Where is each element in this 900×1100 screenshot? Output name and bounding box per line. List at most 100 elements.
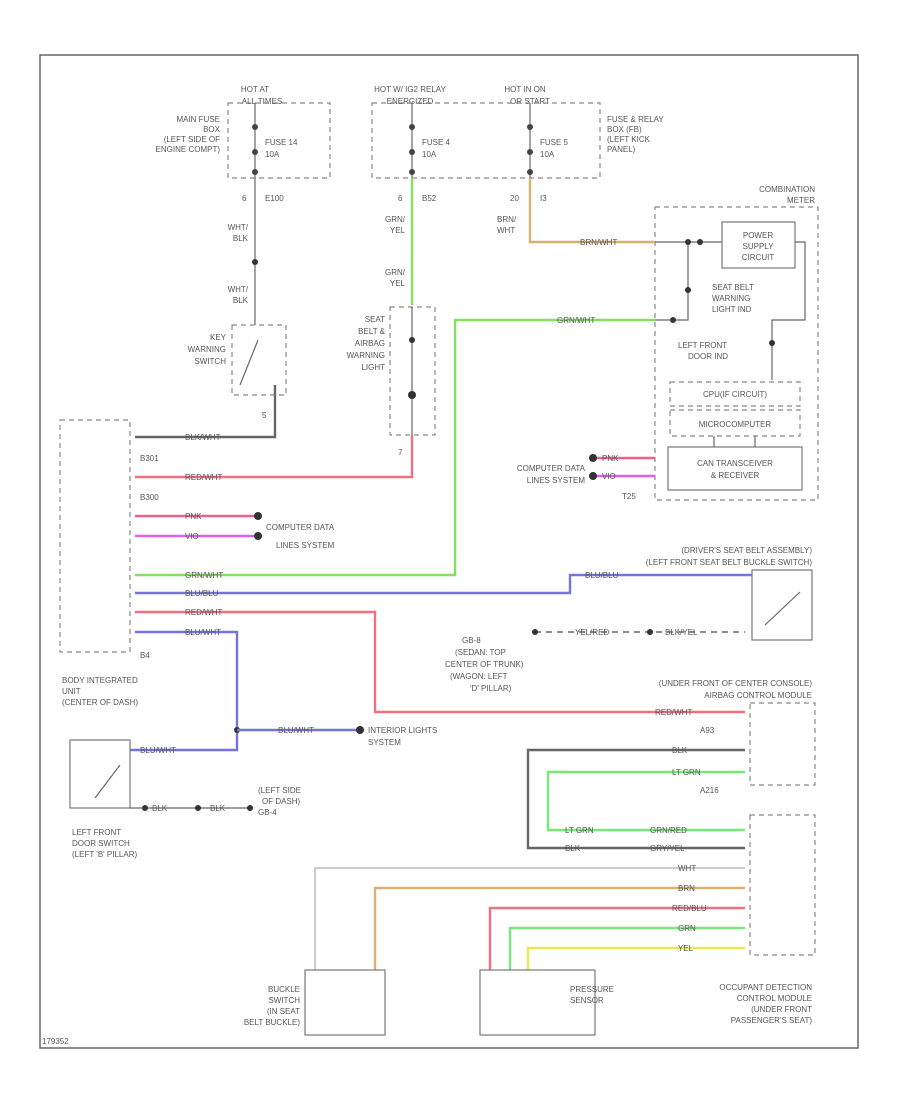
wire-label: PNK <box>185 512 202 521</box>
meter-label: METER <box>787 196 815 205</box>
wire-label: PNK <box>602 454 619 463</box>
pressure-sensor-label: PRESSURE <box>570 985 614 994</box>
wire-label: RED/BLU <box>672 904 707 913</box>
indicator-label: WARNING <box>712 294 750 303</box>
wire-label: GRN/ <box>385 215 406 224</box>
airbag-control-module: (UNDER FRONT OF CENTER CONSOLE) AIRBAG C… <box>526 679 816 850</box>
wire-label: GRY/YEL <box>650 844 685 853</box>
cpu-label: CPU(IF CIRCUIT) <box>703 390 767 399</box>
wire-label: YEL <box>390 279 406 288</box>
connector-label: B4 <box>140 651 150 660</box>
driver-buckle-switch: (DRIVER'S SEAT BELT ASSEMBLY) (LEFT FRON… <box>445 546 813 693</box>
pin-label: 6 <box>398 194 403 203</box>
connector-label: A93 <box>700 726 715 735</box>
key-switch-label: KEY <box>210 333 227 342</box>
ground-label: GB-4 <box>258 808 277 817</box>
data-lines-label: LINES SYSTEM <box>527 476 586 485</box>
occupant-module-label: PASSENGER'S SEAT) <box>731 1016 813 1025</box>
airbag-module-label: (UNDER FRONT OF CENTER CONSOLE) <box>659 679 813 688</box>
body-unit-label: BODY INTEGRATED <box>62 676 138 685</box>
buckle-switch-label: BUCKLE <box>268 985 300 994</box>
buckle-switch-label: (IN SEAT <box>267 1007 300 1016</box>
ground-label: GB-8 <box>462 636 481 645</box>
fuse-relay-box <box>371 102 601 179</box>
connector-label: I3 <box>540 194 547 203</box>
power-supply-label: CIRCUIT <box>742 253 775 262</box>
fuse-5-label: FUSE 5 <box>540 138 569 147</box>
ground-label: CENTER OF TRUNK) <box>445 660 524 669</box>
fuse-14-rating: 10A <box>265 150 280 159</box>
connector-label: A216 <box>700 786 719 795</box>
wire-label: WHT <box>497 226 515 235</box>
door-switch-label: DOOR SWITCH <box>72 839 130 848</box>
body-integrated-unit: BODY INTEGRATED UNIT (CENTER OF DASH) B3… <box>59 316 752 755</box>
hot-label: ENERGIZED <box>387 97 434 106</box>
wire-label: YEL <box>390 226 406 235</box>
body-unit-label: (CENTER OF DASH) <box>62 698 138 707</box>
buckle-switch-label: SWITCH <box>268 996 300 1005</box>
wire-label: BLK <box>233 234 249 243</box>
ground-label: (SEDAN: TOP <box>455 648 506 657</box>
can-label: CAN TRANSCEIVER <box>697 459 773 468</box>
wire-label: BRN/WHT <box>580 238 617 247</box>
indicator-label: LEFT FRONT <box>678 341 727 350</box>
occupant-detection-module: LT GRN GRN/RED BLK GRY/YEL WHT BRN RED/B… <box>244 814 816 1036</box>
data-lines-label: COMPUTER DATA <box>266 523 335 532</box>
wire-label: VIO <box>602 472 616 481</box>
wire-label: YEL <box>678 944 694 953</box>
ground-label: OF DASH) <box>262 797 301 806</box>
buckle-switch-label: BELT BUCKLE) <box>244 1018 301 1027</box>
ground-label: 'D' PILLAR) <box>470 684 512 693</box>
indicator-label: LIGHT IND <box>712 305 752 314</box>
wire-label: BLU/BLU <box>185 589 219 598</box>
main-fuse-box-label: BOX <box>203 125 221 134</box>
data-lines-label: LINES SYSTEM <box>276 541 335 550</box>
wire-label: BLK/WHT <box>185 433 221 442</box>
warning-light-label: AIRBAG <box>355 339 385 348</box>
key-switch-label: WARNING <box>188 345 226 354</box>
wire-label: RED/WHT <box>185 608 222 617</box>
pin-label: 6 <box>242 194 247 203</box>
wire-label: BLK <box>210 804 226 813</box>
wire-label: GRN/RED <box>650 826 687 835</box>
occupant-module-label: CONTROL MODULE <box>737 994 812 1003</box>
fuse-relay-box-label: PANEL) <box>607 145 636 154</box>
occupant-module-label: OCCUPANT DETECTION <box>719 983 812 992</box>
connector-label: E100 <box>265 194 284 203</box>
diagram-border <box>39 54 859 1049</box>
wire-label: BRN/ <box>497 215 517 224</box>
wire-label: WHT/ <box>228 285 249 294</box>
wire-label: GRN/WHT <box>185 571 223 580</box>
power-supply-label: POWER <box>743 231 773 240</box>
indicator-label: DOOR IND <box>688 352 728 361</box>
wire-label: BLU/BLU <box>585 571 619 580</box>
pin-label: 7 <box>398 448 403 457</box>
wire-label: BLU/WHT <box>278 726 314 735</box>
fuse-relay-box-label: (LEFT KICK <box>607 135 651 144</box>
door-switch-label: LEFT FRONT <box>72 828 121 837</box>
connector-label: B301 <box>140 454 159 463</box>
ground-label: (WAGON: LEFT <box>450 672 508 681</box>
wire-label: VIO <box>185 532 199 541</box>
wire-label: WHT/ <box>228 223 249 232</box>
fuse-4-rating: 10A <box>422 150 437 159</box>
hot-label: OR START <box>510 97 550 106</box>
hot-label: ALL TIMES <box>242 97 282 106</box>
wire-label: GRN/ <box>385 268 406 277</box>
microcomputer-label: MICROCOMPUTER <box>699 420 772 429</box>
power-section: HOT AT ALL TIMES HOT W/ IG2 RELAY ENERGI… <box>156 85 665 203</box>
wire-label: BRN <box>678 884 695 893</box>
wire-label: LT GRN <box>565 826 594 835</box>
key-warning-switch: WHT/ BLK WHT/ BLK KEY WARNING SWITCH 5 <box>135 178 287 439</box>
hot-label: HOT AT <box>241 85 269 94</box>
meter-label: COMBINATION <box>759 185 815 194</box>
fuse-relay-box-label: FUSE & RELAY <box>607 115 664 124</box>
wire-label: GRN <box>678 924 696 933</box>
driver-belt-label: (DRIVER'S SEAT BELT ASSEMBLY) <box>681 546 812 555</box>
pressure-sensor-label: SENSOR <box>570 996 604 1005</box>
main-fuse-box-label: (LEFT SIDE OF <box>164 135 220 144</box>
buckle-switch <box>304 969 386 1036</box>
ground-label: (LEFT SIDE <box>258 786 301 795</box>
